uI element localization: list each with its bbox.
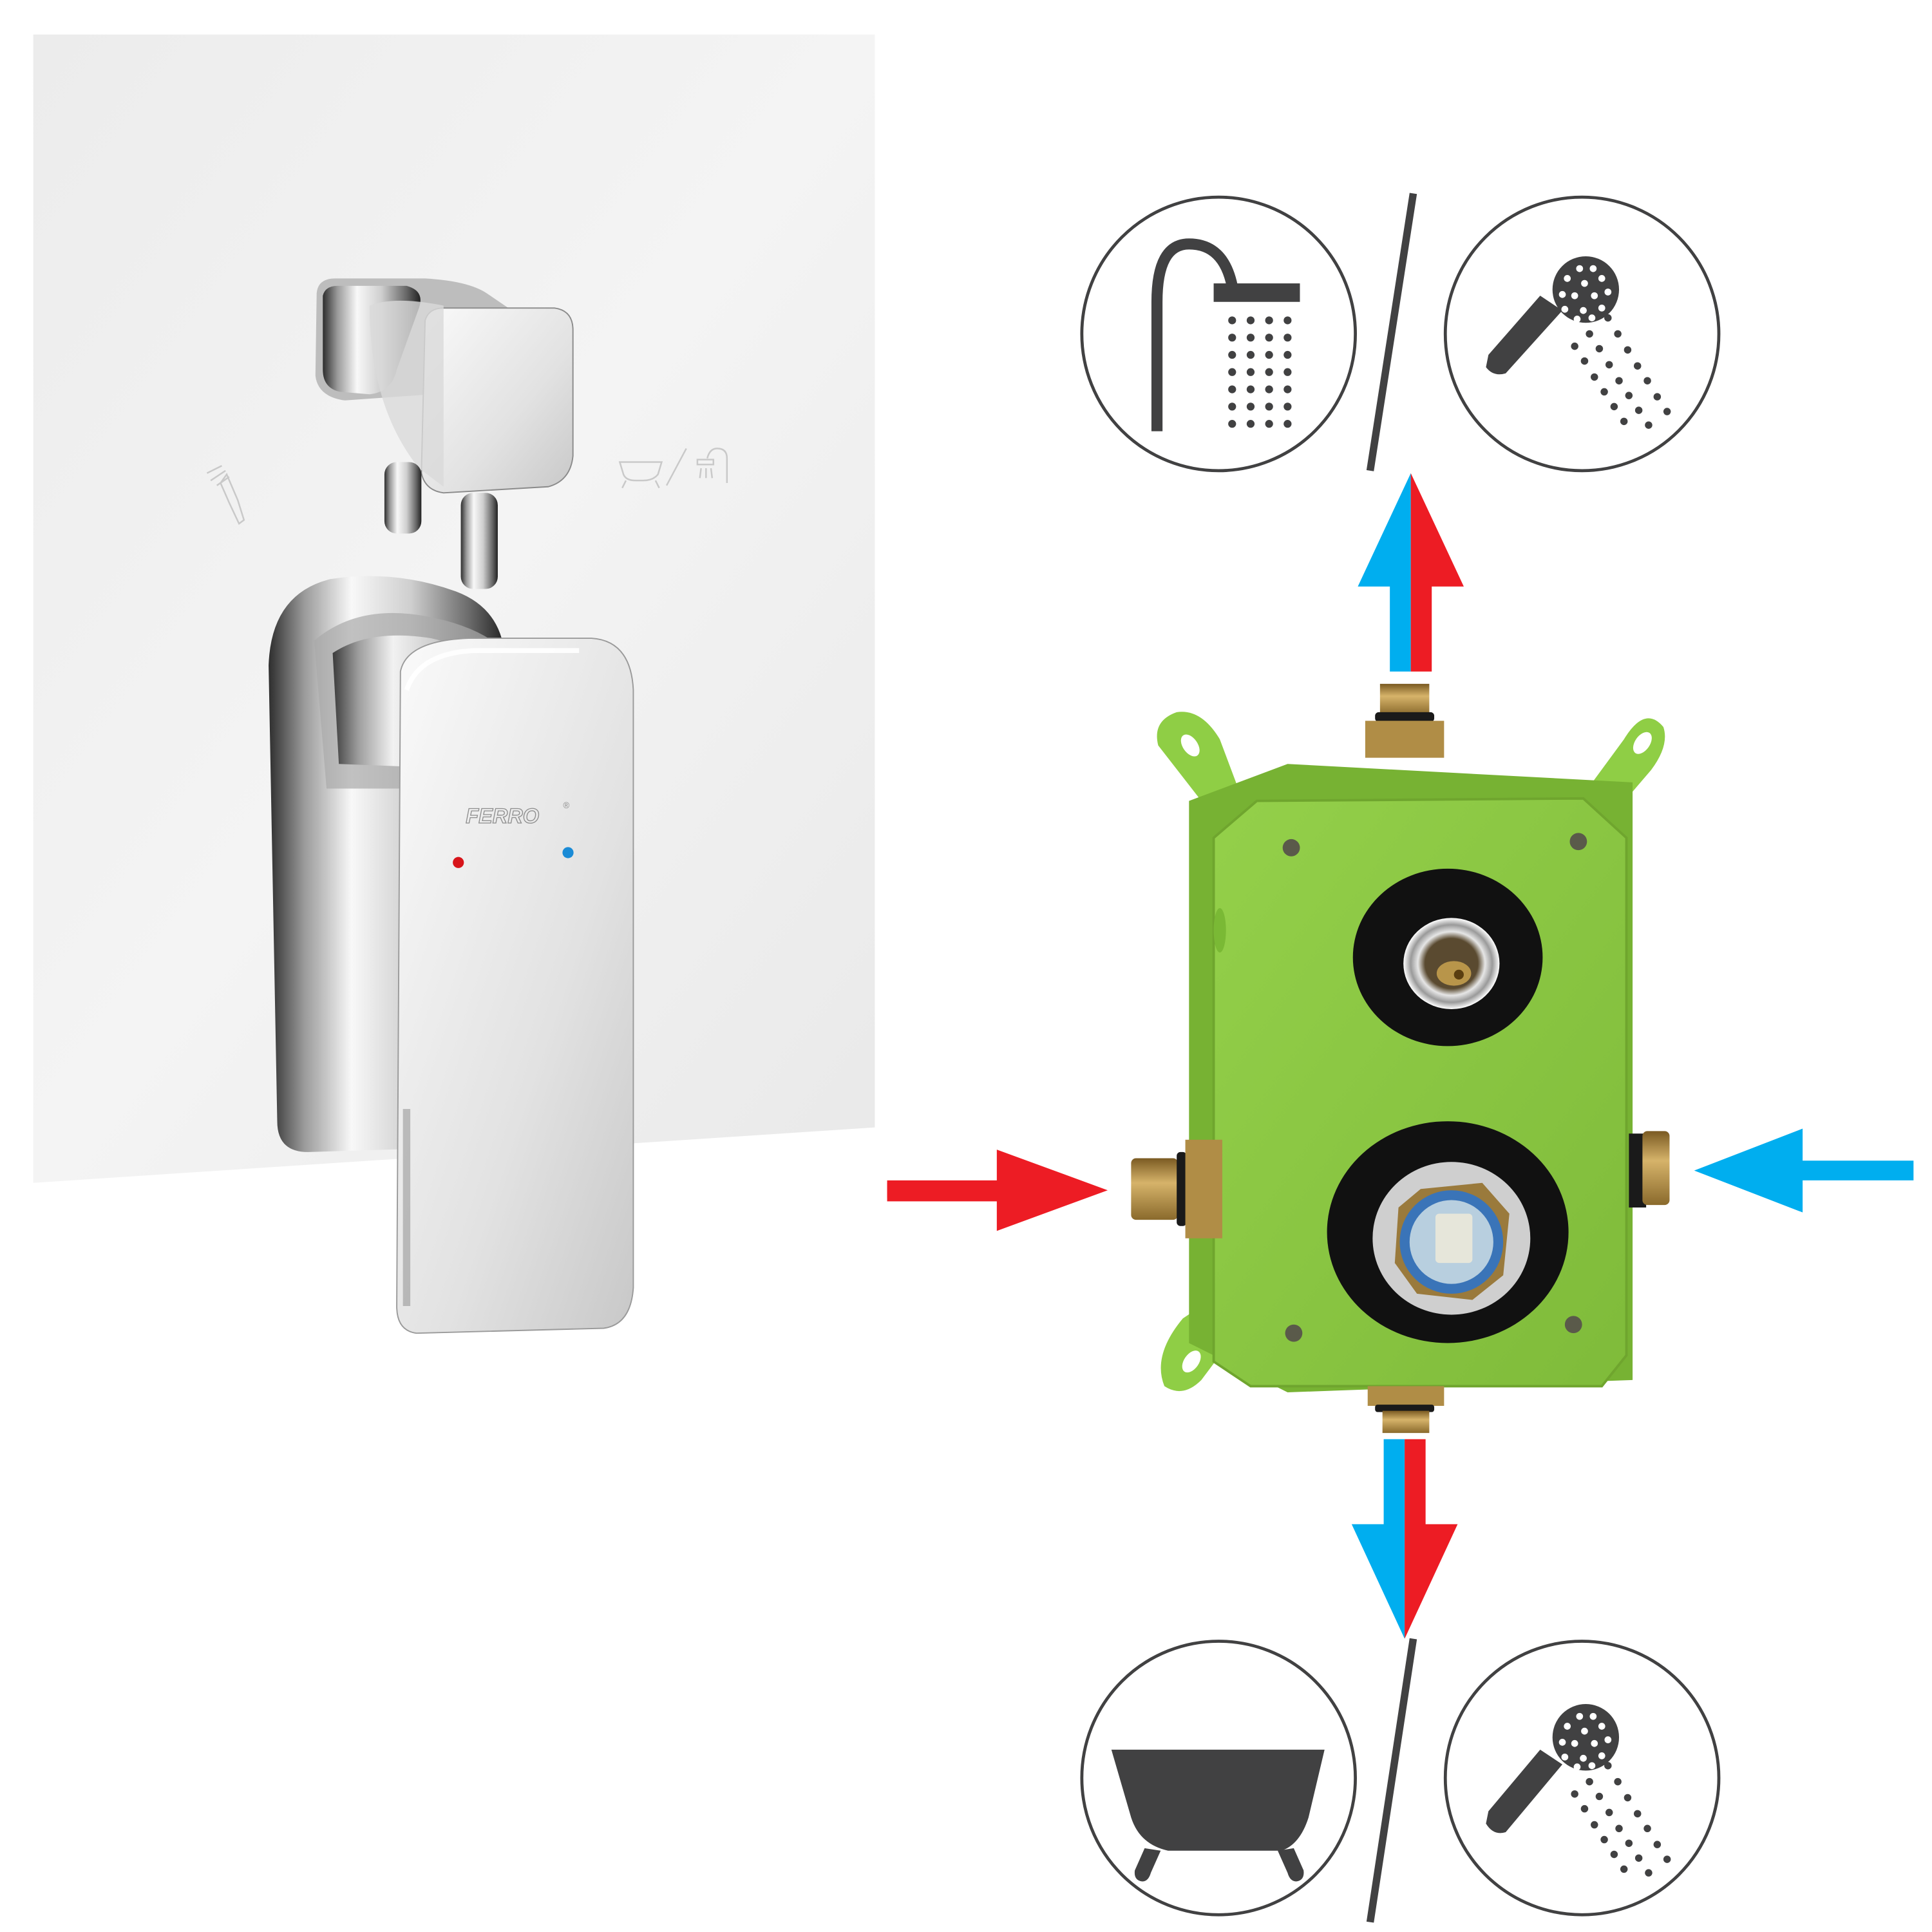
bottom-hand-shower-icon: [1443, 1640, 1721, 1917]
hot-inlet-arrow: [887, 1150, 1108, 1231]
outlet-arrow-up: [1358, 473, 1464, 672]
outlet-arrow-down: [1351, 1439, 1458, 1639]
top-hand-shower-icon: [1443, 195, 1721, 473]
bathtub-icon: [1080, 1640, 1357, 1917]
overhead-rain-shower-icon: [1080, 195, 1357, 473]
top-brass-fitting: [1365, 683, 1444, 758]
housing-screws: [1282, 833, 1587, 1342]
bottom-separator-slash: [1366, 1638, 1417, 1923]
hot-indicator-dot: [453, 857, 464, 868]
brand-registered-mark: ®: [563, 800, 569, 810]
cold-inlet-arrow: [1694, 1128, 1914, 1213]
diverter-valve-port: [1352, 868, 1543, 1046]
top-output-icons: [1080, 193, 1721, 473]
engraved-hand-shower-icon: [206, 465, 245, 526]
diverter-knob[interactable]: [315, 278, 574, 589]
bottom-output-icons: [1080, 1638, 1721, 1923]
left-brass-inlet-fitting: [1131, 1139, 1222, 1238]
top-separator-slash: [1366, 193, 1417, 471]
engraved-bathtub-shower-icon: [618, 448, 728, 489]
bottom-brass-fitting: [1367, 1386, 1444, 1434]
cold-indicator-dot: [562, 847, 574, 858]
mixer-cartridge-port: [1327, 1121, 1569, 1343]
brand-logo: FERRO: [466, 804, 539, 828]
right-brass-inlet-fitting: [1629, 1131, 1670, 1208]
mounting-tab-top-left: [1157, 712, 1238, 801]
chrome-mixer-product: FERRO ®: [33, 34, 875, 1334]
concealed-mixing-body: [1131, 683, 1670, 1434]
mixer-lever-handle[interactable]: FERRO ®: [269, 576, 634, 1334]
